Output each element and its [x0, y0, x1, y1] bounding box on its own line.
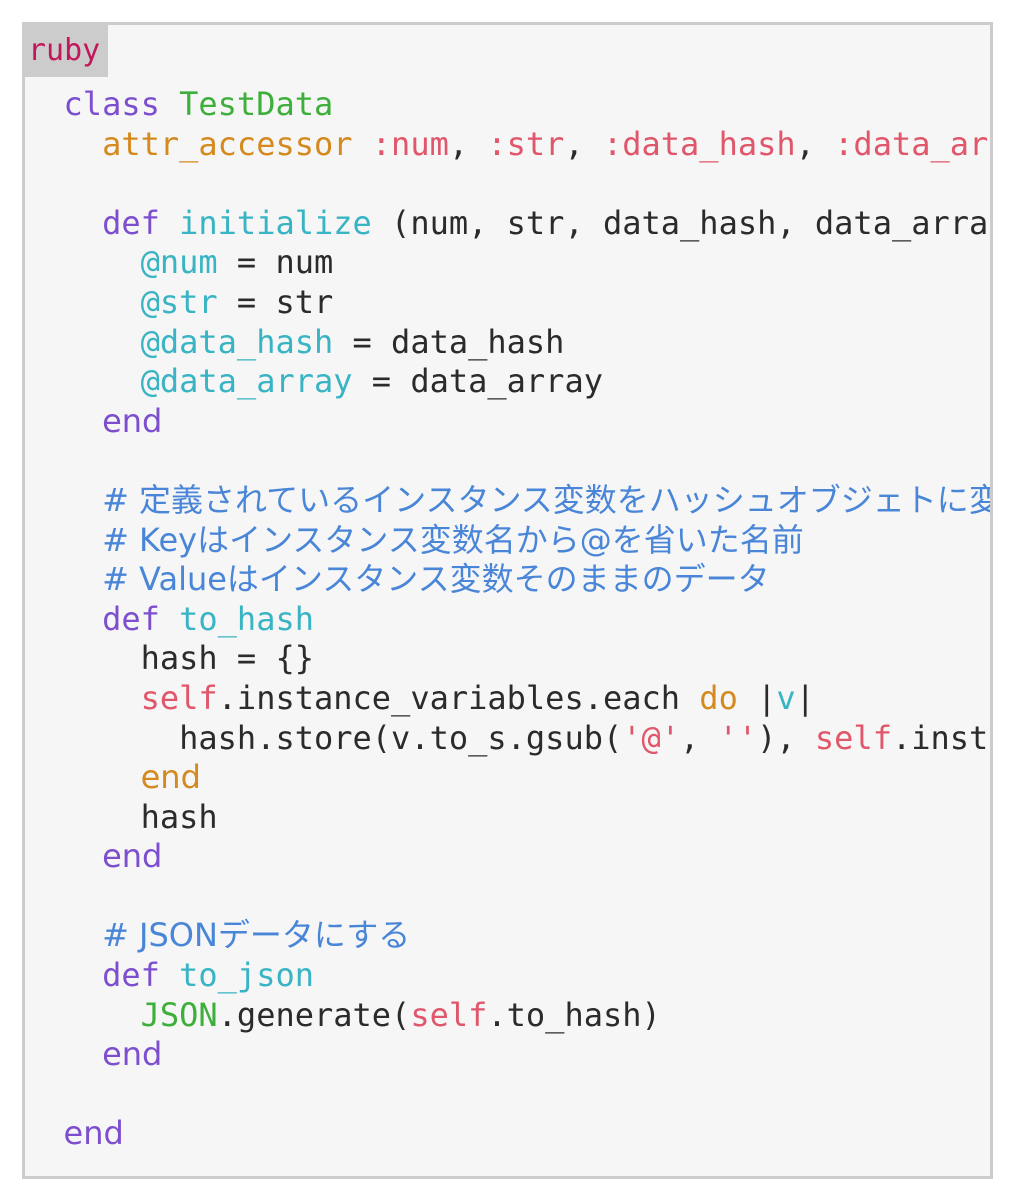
code-line-13: # Valueはインスタンス変数そのままのデータ: [25, 560, 990, 600]
code-line-10: [25, 441, 990, 481]
comment-1: # 定義されているインスタンス変数をハッシュオブジェトに変換: [102, 480, 993, 519]
comment-2: # Keyはインスタンス変数名から@を省いた名前: [102, 520, 804, 559]
code-line-14: def to_hash: [102, 599, 314, 638]
code-line-11: # 定義されているインスタンス変数をハッシュオブジェトに変換: [25, 481, 990, 521]
code-line-17: hash.store(v.to_s.gsub('@', ''), self.in…: [179, 718, 990, 757]
code-line-1: class TestData: [63, 85, 334, 123]
code-line-27: end: [63, 1114, 124, 1153]
code-line-3: [25, 164, 990, 204]
code-line-12: # Keyはインスタンス変数名から@を省いた名前: [25, 521, 990, 561]
code-line-8: @data_array = data_array: [140, 362, 603, 401]
comment-4: # JSONデータにする: [102, 916, 411, 955]
code-line-19: hash: [140, 797, 218, 836]
code-line-7: @data_hash = data_hash: [140, 322, 565, 361]
code-line-4: def initialize (num, str, data_hash, dat…: [102, 203, 993, 242]
code-line-15: hash = {}: [140, 639, 314, 678]
code-line-18: end: [140, 758, 201, 797]
code-line-2: attr_accessor :num, :str, :data_hash, :d…: [102, 124, 993, 163]
code-line-26: [25, 1075, 990, 1115]
code-line-9: end: [102, 401, 163, 440]
code-line-22: # JSONデータにする: [25, 916, 990, 956]
comment-3: # Valueはインスタンス変数そのままのデータ: [102, 560, 770, 599]
code-line-23: def to_json: [102, 956, 314, 995]
code-line-5: @num = num: [140, 243, 334, 282]
code-line-21: [25, 877, 990, 917]
code-line-20: end: [102, 837, 163, 876]
code-line-24: JSON.generate(self.to_hash): [140, 995, 661, 1034]
code-line-16: self.instance_variables.each do |v|: [140, 678, 815, 717]
code-line-6: @str = str: [140, 282, 334, 321]
code-block: ruby class TestData attr_accessor :num, …: [22, 22, 993, 1179]
code-content: class TestData attr_accessor :num, :str,…: [25, 85, 990, 1154]
code-line-25: end: [102, 1035, 163, 1074]
language-label: ruby: [25, 25, 109, 77]
